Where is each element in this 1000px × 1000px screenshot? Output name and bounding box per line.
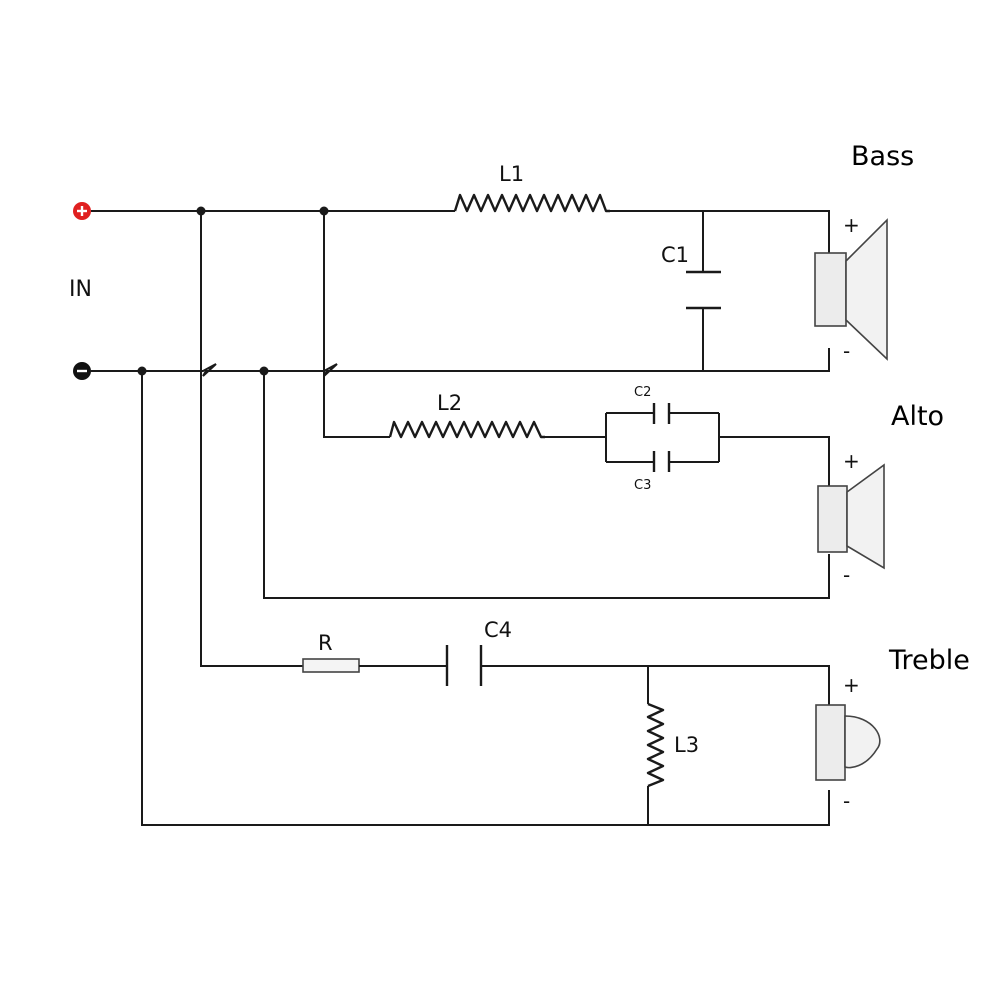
- inductor-l1-label: L1: [499, 162, 524, 186]
- treble-return-vertical: [141, 371, 830, 826]
- capacitor-c2-label: C2: [634, 385, 651, 400]
- treble-speaker-label: Treble: [888, 645, 970, 676]
- inductor-l2-label: L2: [437, 391, 462, 415]
- bass-plus-sign: +: [843, 213, 860, 237]
- inductor-l3: [646, 702, 665, 788]
- junction-dot: [196, 206, 206, 216]
- resistor-r-label: R: [318, 631, 333, 655]
- alto-return-vertical: [263, 371, 830, 599]
- junction-dot: [319, 206, 329, 216]
- inductor-l2: [388, 420, 545, 439]
- alto-speaker-label: Alto: [891, 401, 944, 432]
- junction-dot: [137, 366, 147, 376]
- input-negative-terminal: [73, 362, 91, 380]
- junction-dot: [259, 366, 269, 376]
- bass-speaker-icon: [814, 218, 888, 361]
- alto-plus-sign: +: [843, 449, 860, 473]
- bass-minus-sign: -: [843, 339, 850, 363]
- treble-plus-sign: +: [843, 673, 860, 697]
- alto-feed-vertical: [323, 211, 390, 438]
- treble-feed-vertical: [200, 211, 303, 667]
- alto-minus-sign: -: [843, 563, 850, 587]
- negative-rail-wire: [91, 348, 830, 377]
- inductor-l3-label: L3: [674, 733, 699, 757]
- resistor-r: [302, 658, 360, 673]
- capacitor-c3-label: C3: [634, 478, 651, 493]
- input-positive-terminal: [73, 202, 91, 220]
- treble-positive-wire: [481, 665, 830, 705]
- alto-speaker-icon: [817, 463, 885, 570]
- alto-positive-wire: [719, 436, 830, 486]
- input-label: IN: [69, 277, 92, 302]
- bass-speaker-label: Bass: [851, 141, 914, 172]
- bass-positive-wire: [610, 210, 830, 253]
- capacitor-c4-label: C4: [484, 618, 512, 642]
- capacitor-c1-label: C1: [661, 243, 689, 267]
- treble-speaker-icon: [815, 704, 881, 781]
- inductor-l1: [453, 193, 610, 213]
- treble-minus-sign: -: [843, 789, 850, 813]
